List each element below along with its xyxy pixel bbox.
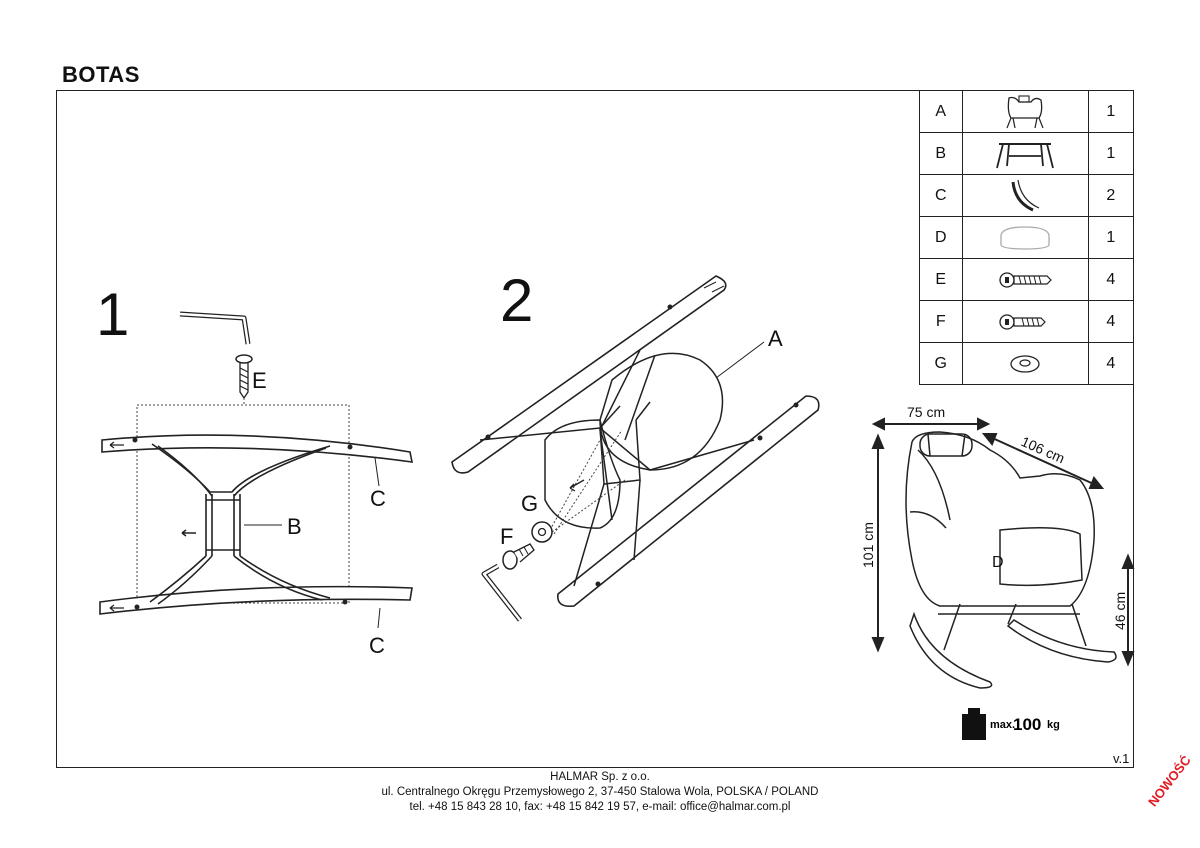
step-number-1: 1: [96, 281, 130, 348]
parts-row: G 4: [919, 342, 1135, 385]
part-qty: 1: [1087, 90, 1135, 133]
footer-company: HALMAR Sp. z o.o.: [550, 771, 650, 783]
label-d: D: [992, 554, 1004, 571]
washer-icon: [531, 521, 553, 543]
footer-contact: tel. +48 15 843 28 10, fax: +48 15 842 1…: [409, 801, 791, 813]
step2-drawing: A G F: [451, 275, 820, 622]
page-title: BOTAS: [62, 62, 140, 87]
instruction-frame: [56, 90, 1134, 768]
step-number-2: 2: [500, 267, 534, 334]
part-letter: B: [919, 132, 963, 175]
weight-icon: [962, 708, 986, 740]
part-qty: 1: [1087, 216, 1135, 259]
rocker-runner-top: [101, 434, 414, 463]
max-load-unit: kg: [1047, 719, 1060, 731]
part-qty: 4: [1087, 300, 1135, 343]
chair-seat-icon: [961, 90, 1089, 133]
dotted-guide: [136, 404, 350, 604]
dimension-chair: [905, 431, 1117, 689]
footer-address: ul. Centralnego Okręgu Przemysłowego 2, …: [381, 786, 819, 798]
metal-frame-icon: [961, 132, 1089, 175]
metal-frame: [479, 401, 755, 587]
rocker-runner-bottom: [99, 585, 413, 615]
dimension-seat-height: 46 cm: [1112, 592, 1128, 630]
label-e: E: [252, 368, 267, 393]
part-qty: 1: [1087, 132, 1135, 175]
metal-frame: [149, 443, 331, 605]
step1-drawing: E C B C: [99, 311, 414, 658]
label-c-top: C: [370, 486, 386, 511]
parts-table: A 1 B 1 C 2 D 1 E 4 F 4: [919, 90, 1135, 385]
part-letter: F: [919, 300, 963, 343]
rocker-runners-icon: [961, 174, 1089, 217]
max-load-value: 100: [1013, 715, 1041, 734]
parts-row: B 1: [919, 132, 1135, 175]
screw-icon: [502, 543, 535, 570]
label-c-bottom: C: [369, 633, 385, 658]
washer-icon: [961, 342, 1089, 385]
dimension-width: 75 cm: [907, 404, 945, 420]
screw-icon: [235, 354, 253, 400]
part-qty: 4: [1087, 342, 1135, 385]
part-letter: D: [919, 216, 963, 259]
part-qty: 2: [1087, 174, 1135, 217]
label-b: B: [287, 514, 302, 539]
label-a: A: [768, 326, 783, 351]
version-label: v.1: [1113, 751, 1130, 766]
dimension-height: 101 cm: [860, 522, 876, 568]
screw-icon: [961, 258, 1089, 301]
parts-row: D 1: [919, 216, 1135, 259]
label-g: G: [521, 491, 538, 516]
rocker-runner: [451, 275, 727, 474]
part-letter: E: [919, 258, 963, 301]
label-f: F: [500, 524, 513, 549]
rocker-runner: [557, 395, 820, 608]
part-qty: 4: [1087, 258, 1135, 301]
footer: HALMAR Sp. z o.o. ul. Centralnego Okręgu…: [0, 770, 1200, 815]
max-load-prefix: max.: [990, 719, 1015, 731]
parts-row: E 4: [919, 258, 1135, 301]
dimension-lines: [871, 417, 1135, 667]
